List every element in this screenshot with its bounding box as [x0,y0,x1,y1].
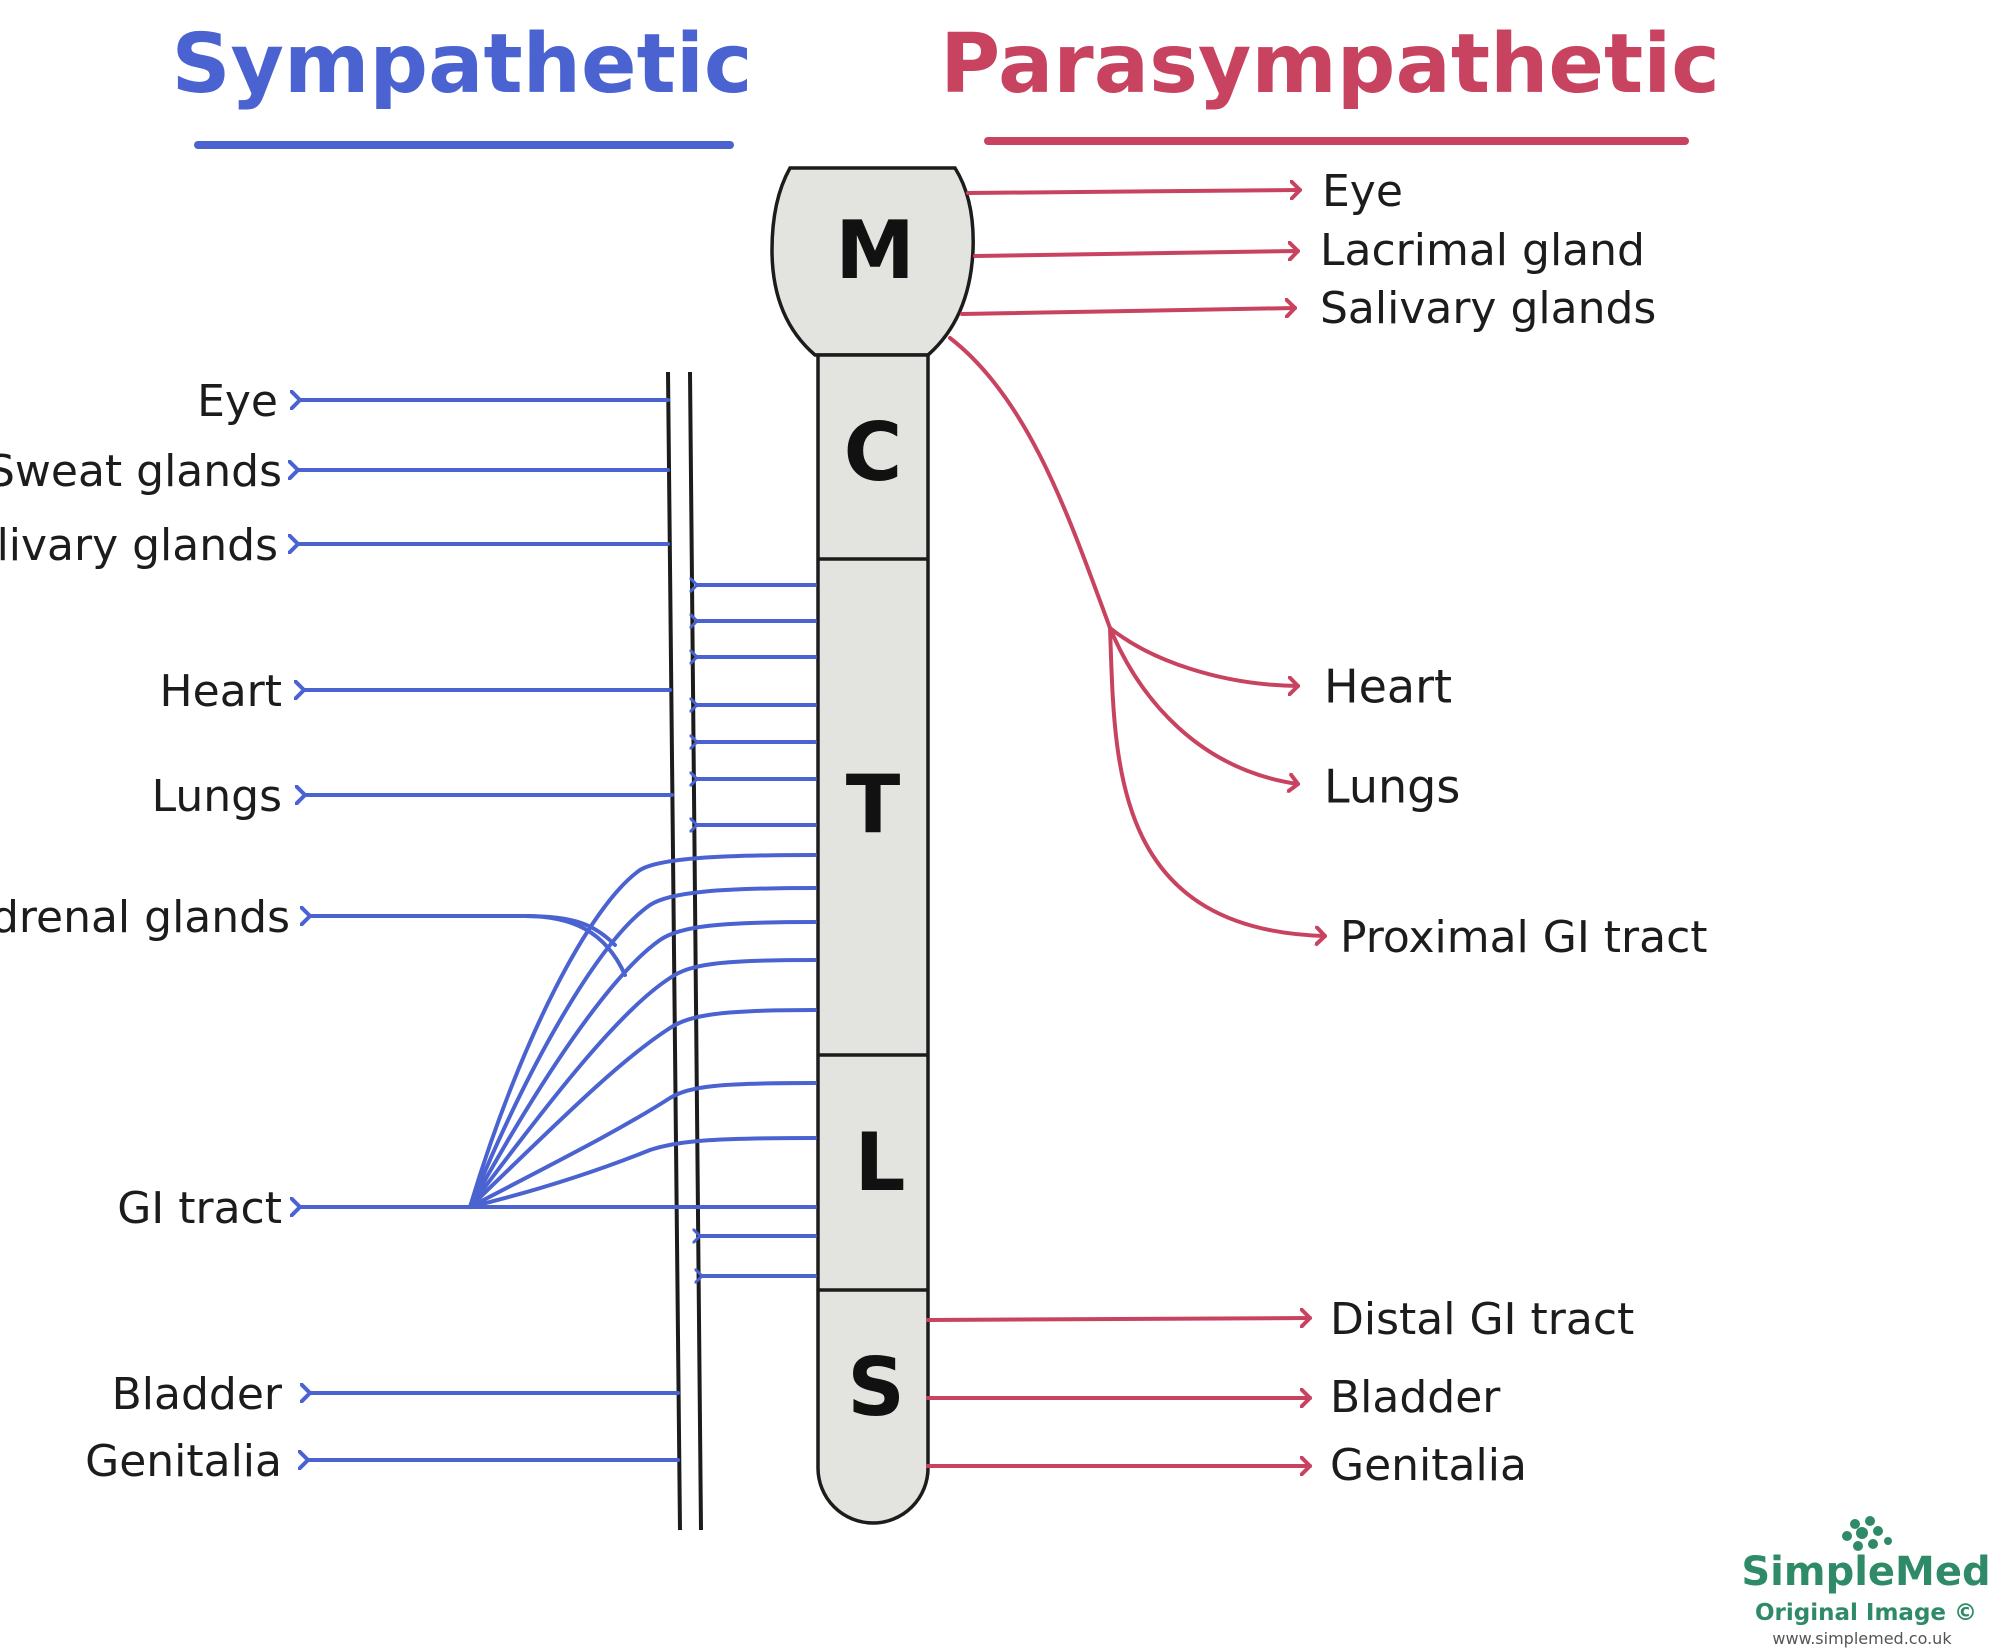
symp-label-gi-tract: GI tract [117,1183,282,1234]
symp-label-genitalia: Genitalia [85,1436,282,1487]
symp-label-salivary-glands: Salivary glands [0,520,278,571]
parasympathetic-arrows [926,190,1327,1466]
simplemed-logo-icon [1842,1516,1892,1551]
arrow-para-distal-gi [926,1318,1312,1320]
brand-url: www.simplemed.co.uk [1772,1629,1952,1648]
sympathetic-preganglionic-fibres [697,585,817,1276]
para-label-proximal-gi-tract: Proximal GI tract [1340,912,1708,963]
para-label-eye: Eye [1322,166,1403,217]
simplemed-branding: SimpleMed Original Image © www.simplemed… [1741,1516,1991,1648]
brand-name: SimpleMed [1741,1549,1990,1595]
symp-label-eye: Eye [197,376,278,427]
symp-label-heart: Heart [160,666,282,717]
para-label-distal-gi-tract: Distal GI tract [1330,1294,1634,1345]
segment-label-m: M [835,204,915,297]
arrow-para-salivary [960,308,1297,314]
sympathetic-labels: Eye Sweat glands Salivary glands Heart L… [0,376,290,1487]
vagus-nerve-trunk [948,336,1112,630]
arrow-para-heart [1108,626,1300,686]
arrow-para-lungs [1108,626,1300,784]
parasympathetic-title: Parasympathetic [940,17,1720,112]
para-label-heart: Heart [1324,660,1452,714]
sympathetic-title: Sympathetic [171,17,752,112]
brand-tagline: Original Image © [1755,1600,1977,1626]
symp-label-adrenal-glands: Adrenal glands [0,892,290,943]
cord-body [816,353,930,1525]
sympathetic-splanchnic-fibres [468,853,817,1209]
segment-label-l: L [855,1116,906,1209]
spinal-cord [770,166,975,1525]
sympathetic-target-arrows [298,400,817,1460]
para-label-genitalia: Genitalia [1330,1440,1527,1491]
segment-label-c: C [844,406,903,499]
parasympathetic-labels: Eye Lacrimal gland Salivary glands Heart… [1320,166,1708,1491]
sympathetic-chain [666,371,703,1531]
para-label-lungs: Lungs [1324,760,1460,814]
para-label-bladder: Bladder [1330,1372,1501,1423]
arrow-para-eye [966,190,1302,193]
segment-label-s: S [847,1341,905,1434]
para-label-salivary-glands: Salivary glands [1320,283,1656,334]
symp-label-bladder: Bladder [112,1369,283,1420]
symp-label-sweat-glands: Sweat glands [0,446,282,497]
para-label-lacrimal-gland: Lacrimal gland [1320,225,1645,276]
segment-label-t: T [846,758,901,851]
arrow-para-proximal-gi [1108,626,1327,936]
arrow-para-lacrimal [973,251,1300,256]
symp-label-lungs: Lungs [152,771,282,822]
